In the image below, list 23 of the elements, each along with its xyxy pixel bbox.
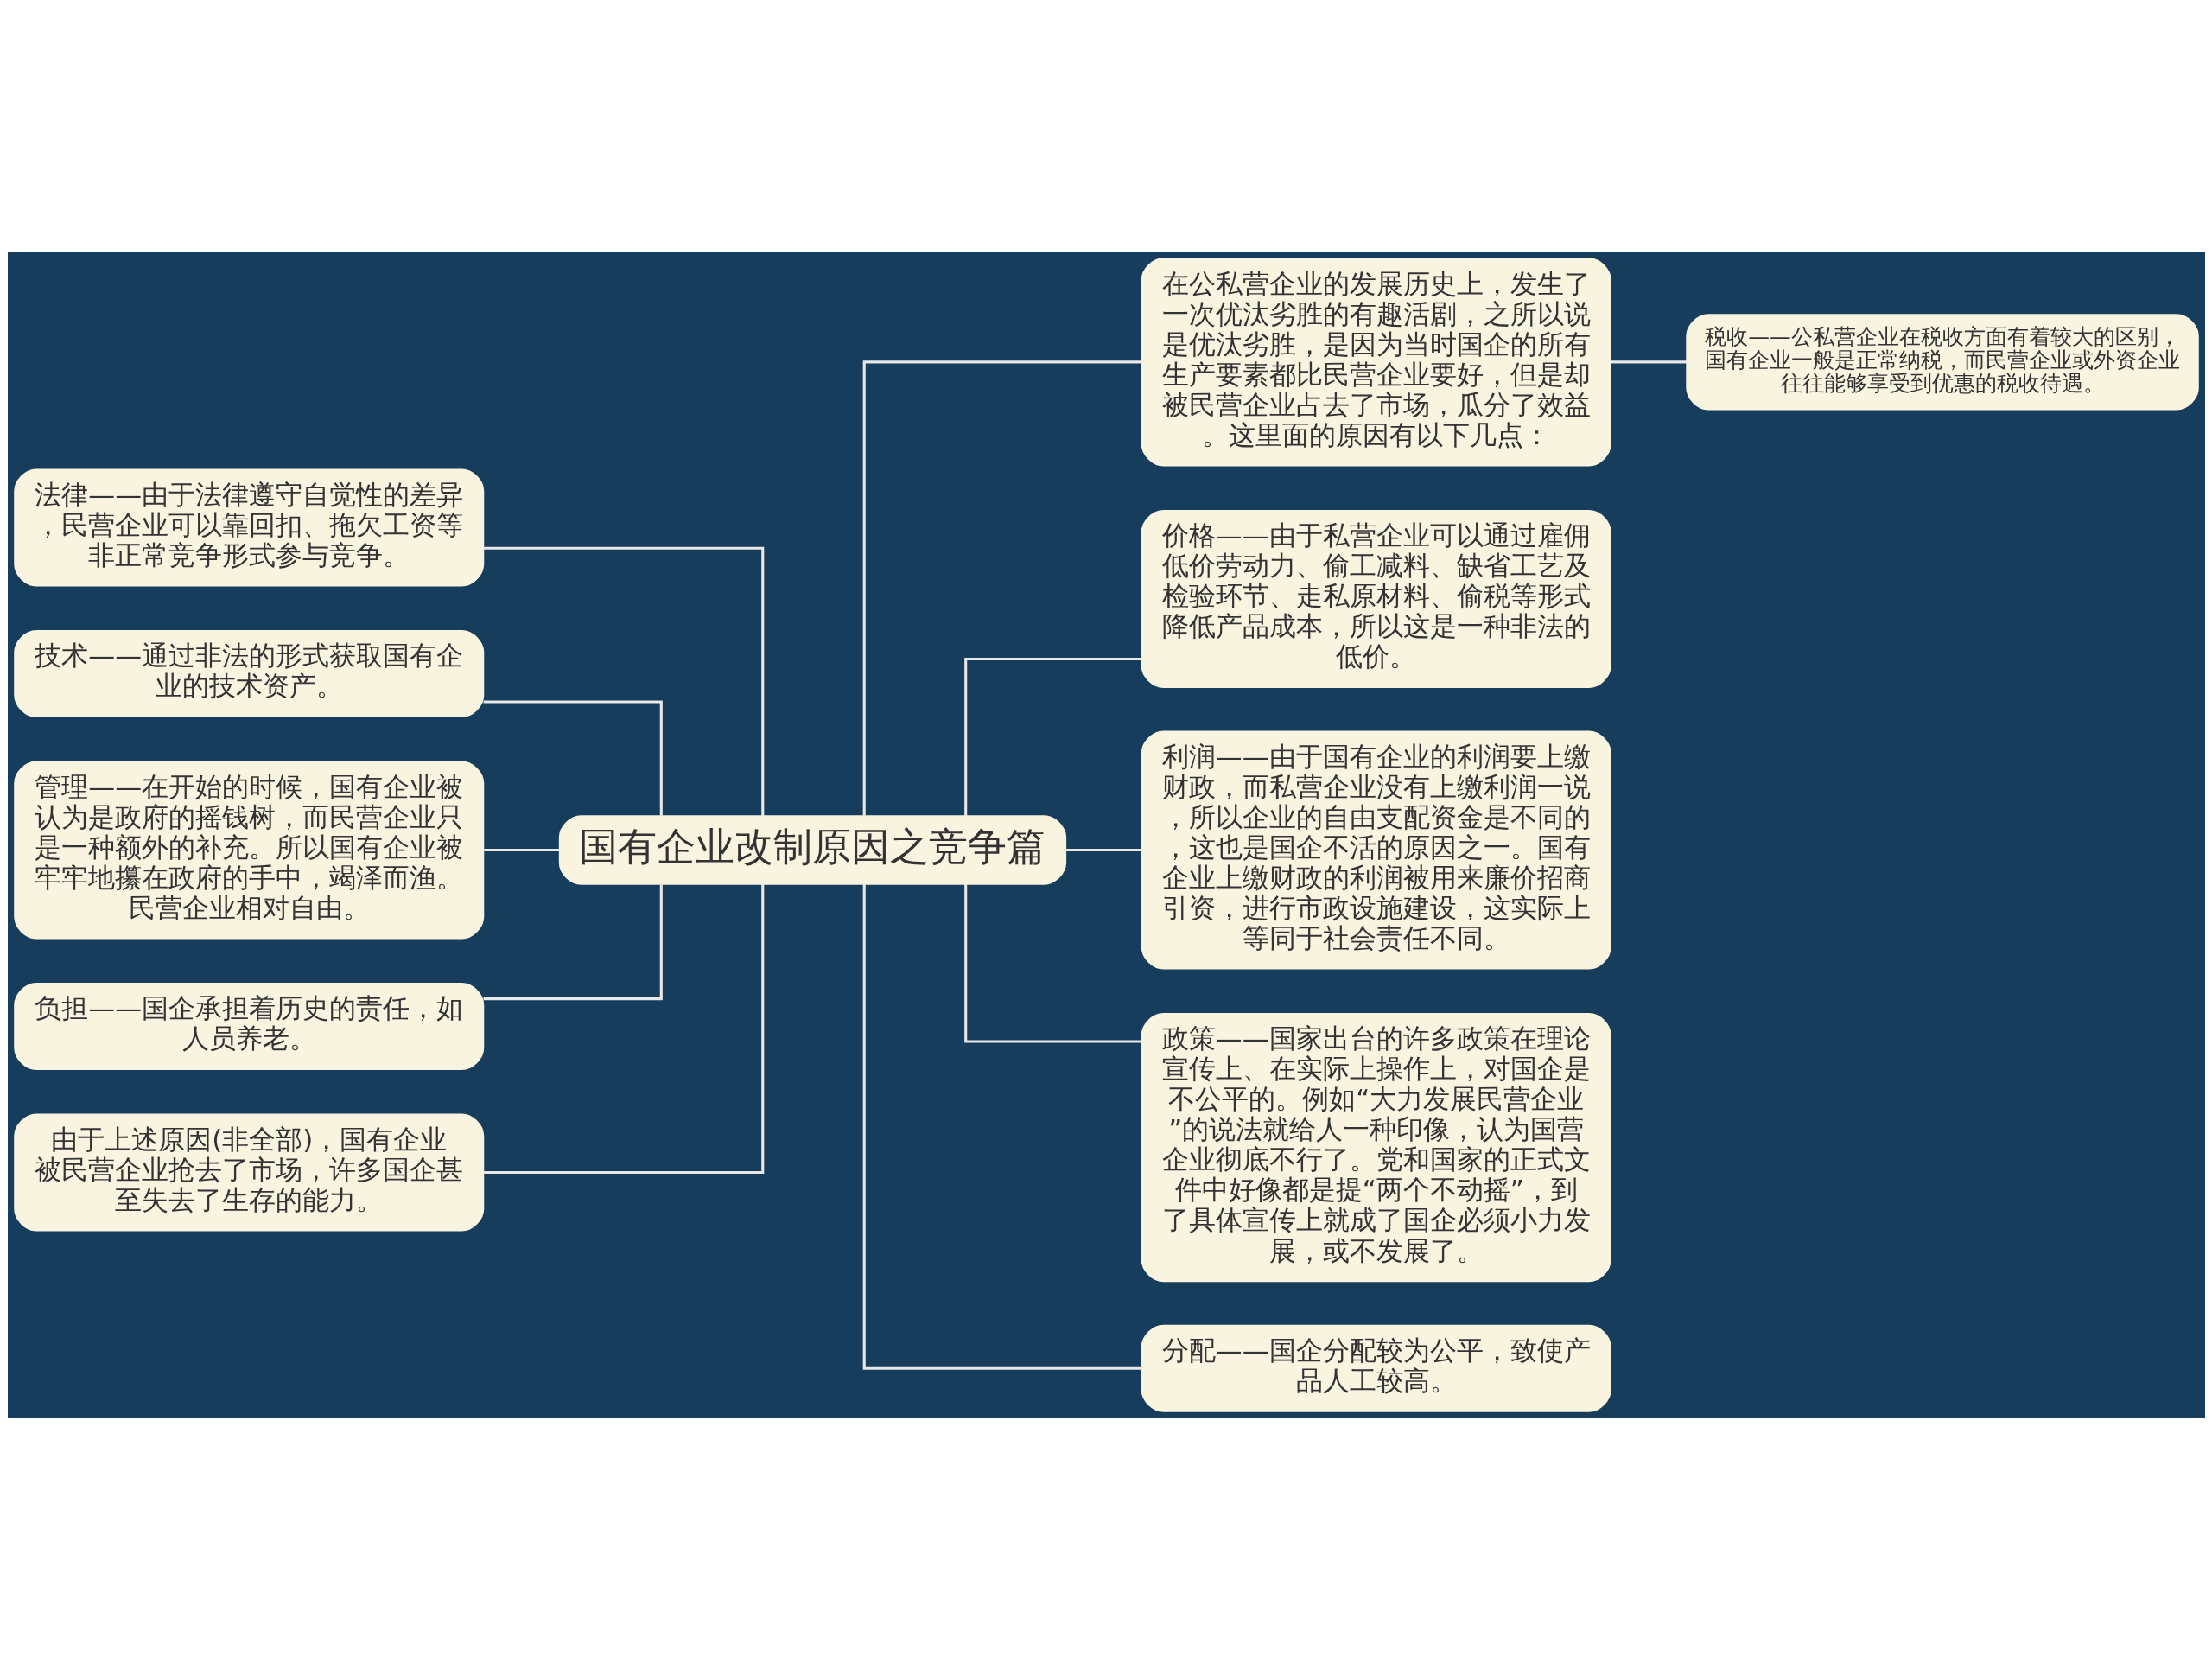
connector xyxy=(483,848,559,851)
node-box: 国有企业改制原因之竞争篇 xyxy=(558,814,1066,885)
connector xyxy=(1610,360,1687,363)
node-box: 在公私营企业的发展历史上，发生了一次优汰劣胜的有趣活剧，之所以说是优汰劣胜，是因为当时国企的所有生产要素都比民营企业要好，但是却被民营企业占去了市场，瓜分了效益。这里面的原因有以下几点： xyxy=(1141,257,1611,466)
connector xyxy=(963,883,1141,1043)
node-box: 利润——由于国有企业的利润要上缴财政，而私营企业没有上缴利润一说，所以企业的自由支配资金是不同的，这也是国企不活的原因之一。国有企业上缴财政的利润被用来廉价招商引资，进行市政设施建设，这实际上等同于社会责任不同。 xyxy=(1141,729,1611,970)
connector xyxy=(482,883,764,1174)
node-box: 政策——国家出台的许多政策在理论宣传上、在实际上操作上，对国企是不公平的。例如“大力发展民营企业”的说法就给人一种印像，认为国营企业彻底不行了。党和国家的正式文件中好像都是提“两个不动摇”，到了具体宣传上就成了国企必须小力发展，或不发展了。 xyxy=(1141,1012,1611,1282)
node-box: 价格——由于私营企业可以通过雇佣低价劳动力、偷工减料、缺省工艺及检验环节、走私原材料、偷税等形式降低产品成本，所以这是一种非法的低价。 xyxy=(1141,509,1611,688)
node-box: 管理——在开始的时候，国有企业被认为是政府的摇钱树，而民营企业只是一种额外的补充。所以国有企业被牢牢地攥在政府的手中，竭泽而渔。民营企业相对自由。 xyxy=(13,761,484,940)
node-box: 分配——国企分配较为公平，致使产品人工较高。 xyxy=(1141,1324,1611,1412)
node-box: 法律——由于法律遵守自觉性的差异，民营企业可以靠回扣、拖欠工资等非正常竞争形式参与竞争。 xyxy=(13,468,484,586)
connector xyxy=(482,546,764,816)
connector xyxy=(963,657,1141,816)
connector xyxy=(483,699,663,816)
connector xyxy=(1065,848,1141,851)
node-box: 负担——国企承担着历史的责任，如人员养老。 xyxy=(13,982,484,1070)
connector xyxy=(483,883,663,1000)
node-box: 技术——通过非法的形式获取国有企业的技术资产。 xyxy=(13,629,484,717)
node-box: 由于上述原因(非全部)，国有企业被民营企业抢去了市场，许多国企甚至失去了生存的能力。 xyxy=(13,1113,484,1231)
node-box: 税收——公私营企业在税收方面有着较大的区别，国有企业一般是正常纳税，而民营企业或外资企业往往能够享受到优惠的税收待遇。 xyxy=(1685,313,2199,410)
connector xyxy=(862,360,1142,816)
connector xyxy=(862,883,1142,1370)
